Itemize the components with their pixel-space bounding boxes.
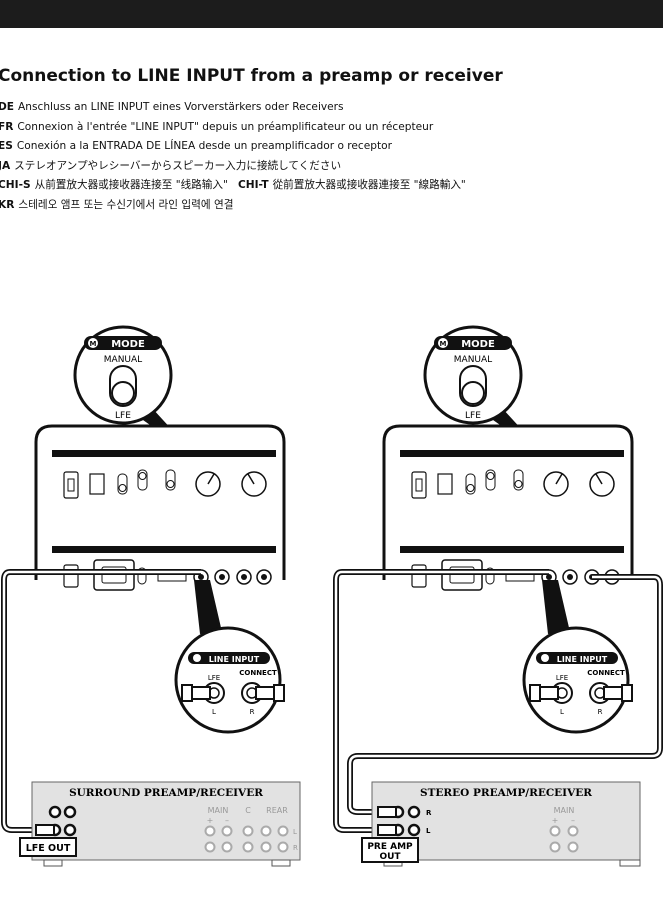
- svg-text:M: M: [440, 340, 447, 348]
- lang-line-ja: JAステレオアンプやレシーバーからスピーカー入力に接続してください: [0, 159, 342, 172]
- right-line-input-title: LINE INPUT: [557, 655, 608, 664]
- right-receiver-title: STEREO PREAMP/RECEIVER: [420, 787, 592, 799]
- left-rear-label: REAR: [266, 806, 288, 815]
- right-cables: [333, 569, 663, 833]
- left-connect-label: CONNECT: [239, 669, 277, 677]
- right-jack-lfe: LFE: [556, 674, 568, 682]
- right-mode-lfe: LFE: [465, 411, 481, 421]
- left-row-r: R: [293, 844, 298, 852]
- left-mode-title: MODE: [111, 339, 145, 350]
- left-plus: +: [207, 816, 214, 825]
- right-diagram: M MODE MANUAL LFE: [333, 325, 663, 867]
- left-mode-lfe: LFE: [115, 411, 131, 421]
- right-jack-r: R: [598, 708, 603, 716]
- right-line-input-callout: LINE INPUT LFE CONNECT L R: [522, 580, 633, 734]
- right-jack-l: L: [560, 708, 564, 716]
- left-out-label: LFE OUT: [26, 843, 71, 854]
- right-out-label-2: OUT: [379, 852, 401, 862]
- left-main-label: MAIN: [208, 806, 229, 815]
- top-bar: [0, 0, 663, 28]
- left-jack-lfe: LFE: [208, 674, 220, 682]
- left-c-label: C: [245, 806, 251, 815]
- left-line-input-callout: LINE INPUT LFE CONNECT L R: [174, 580, 285, 734]
- left-line-input-title: LINE INPUT: [209, 655, 260, 664]
- left-receiver: SURROUND PREAMP/RECEIVER MAIN C REAR + –…: [19, 781, 301, 867]
- left-diagram: M MODE MANUAL LFE: [1, 325, 301, 867]
- right-amp-panel: [382, 424, 634, 591]
- left-mode-manual: MANUAL: [104, 355, 142, 365]
- right-row-l: L: [426, 827, 431, 835]
- left-jack-r: R: [250, 708, 255, 716]
- left-row-l: L: [293, 828, 297, 836]
- right-mode-title: MODE: [461, 339, 495, 350]
- right-connect-label: CONNECT: [587, 669, 625, 677]
- page-title: Connection to LINE INPUT from a preamp o…: [0, 66, 503, 86]
- left-amp-panel: [34, 424, 286, 591]
- right-receiver: STEREO PREAMP/RECEIVER MAIN + – R L PRE …: [361, 781, 641, 867]
- right-out-label-1: PRE AMP: [367, 842, 413, 852]
- right-plus: +: [552, 816, 559, 825]
- right-main-label: MAIN: [554, 806, 575, 815]
- left-minus: –: [225, 816, 229, 825]
- right-row-r: R: [426, 809, 432, 817]
- left-jack-l: L: [212, 708, 216, 716]
- left-receiver-title: SURROUND PREAMP/RECEIVER: [69, 787, 263, 799]
- right-minus: –: [571, 816, 575, 825]
- right-mode-manual: MANUAL: [454, 355, 492, 365]
- svg-text:M: M: [90, 340, 97, 348]
